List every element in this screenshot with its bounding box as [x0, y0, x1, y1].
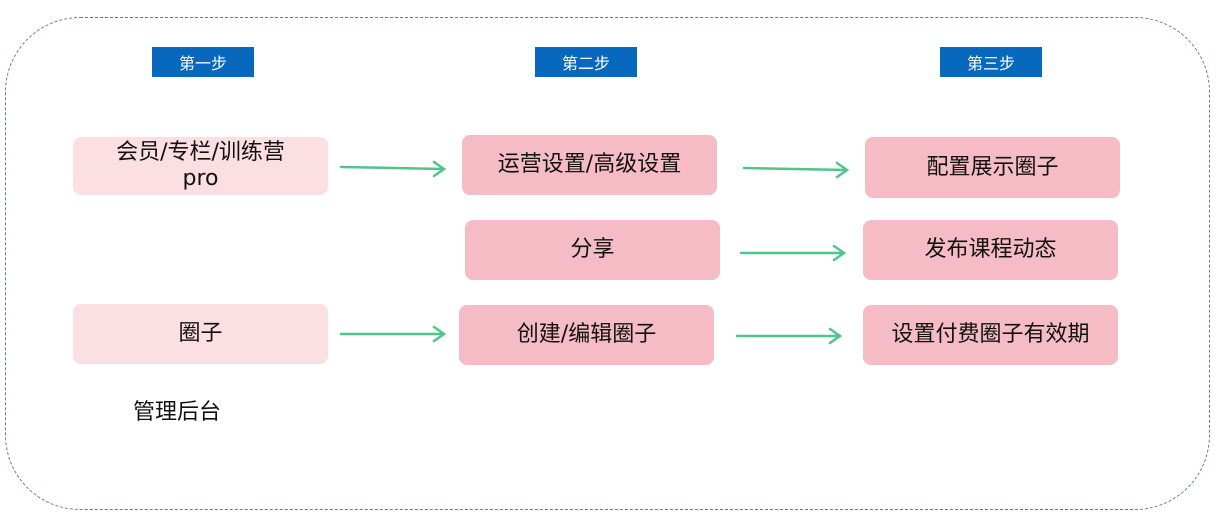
- dashed-frame: [5, 17, 1210, 510]
- arrow-icon: [735, 327, 843, 345]
- box-paid-circle-validity: 设置付费圈子有效期: [863, 305, 1118, 365]
- box-circle: 圈子: [73, 304, 328, 364]
- box-operation-settings: 运营设置/高级设置: [462, 135, 717, 195]
- step-1-header: 第一步: [152, 47, 254, 77]
- box-publish-course-updates: 发布课程动态: [863, 220, 1118, 280]
- arrow-icon: [339, 325, 447, 343]
- arrow-icon: [739, 244, 847, 262]
- box-share: 分享: [465, 220, 720, 280]
- admin-backend-label: 管理后台: [133, 400, 222, 425]
- box-create-edit-circle: 创建/编辑圈子: [459, 305, 714, 365]
- arrow-icon: [742, 161, 850, 179]
- box-config-display-circle: 配置展示圈子: [865, 137, 1120, 198]
- box-member-column-camp: 会员/专栏/训练营 pro: [73, 137, 328, 195]
- step-2-header: 第二步: [535, 47, 637, 77]
- arrow-icon: [339, 160, 447, 178]
- step-3-header: 第三步: [940, 47, 1042, 77]
